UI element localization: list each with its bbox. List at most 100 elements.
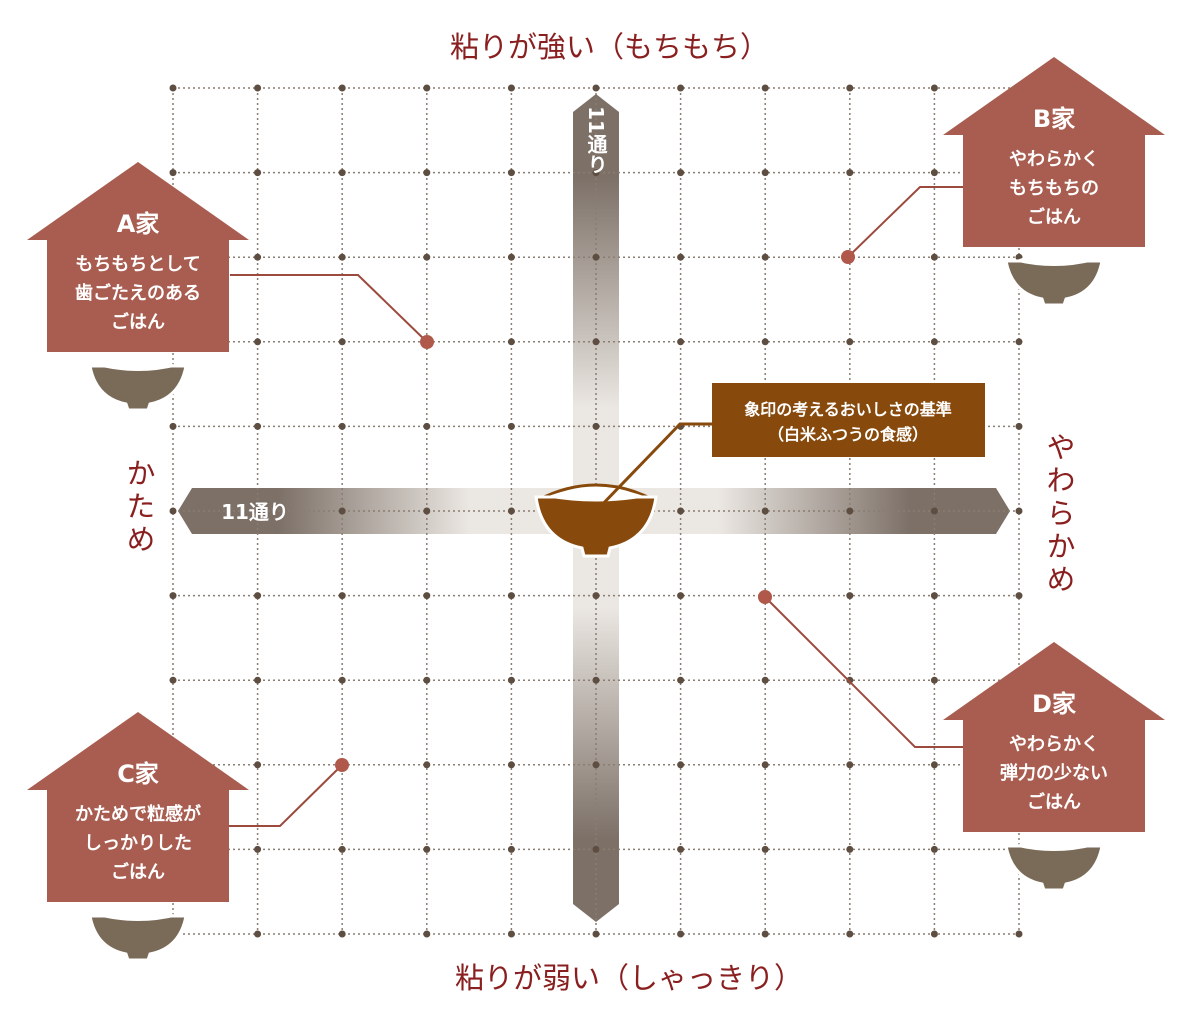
house-description-line: 歯ごたえのある bbox=[75, 282, 201, 304]
grid-dot bbox=[254, 84, 262, 92]
grid-dot bbox=[761, 253, 769, 261]
grid-dot bbox=[338, 592, 346, 600]
house-shape bbox=[27, 162, 249, 352]
grid-dot bbox=[254, 507, 262, 515]
grid-dot bbox=[254, 338, 262, 346]
rice-bowl-icon bbox=[88, 908, 188, 962]
grid-dot bbox=[930, 84, 938, 92]
point-b bbox=[841, 250, 855, 264]
house-name: D家 bbox=[1032, 690, 1076, 718]
house-description-line: しっかりした bbox=[84, 833, 192, 854]
grid-dot bbox=[423, 930, 431, 938]
grid-dot bbox=[761, 930, 769, 938]
grid-dot bbox=[338, 845, 346, 853]
grid-dot bbox=[169, 169, 177, 177]
grid-dot bbox=[507, 676, 515, 684]
connector-a bbox=[230, 274, 428, 343]
grid-dot bbox=[338, 507, 346, 515]
grid-dot bbox=[1015, 507, 1023, 515]
grid-dot bbox=[677, 507, 685, 515]
grid-dot bbox=[169, 592, 177, 600]
top-axis-label: 粘りが強い（もちもち） bbox=[450, 30, 770, 64]
grid-dot bbox=[677, 169, 685, 177]
house-shape bbox=[27, 712, 249, 902]
grid-dot bbox=[592, 761, 600, 769]
grid-dot bbox=[507, 84, 515, 92]
center-point bbox=[589, 504, 603, 518]
grid-dot bbox=[254, 592, 262, 600]
grid-dot bbox=[423, 422, 431, 430]
grid-dot bbox=[930, 676, 938, 684]
grid-dot bbox=[677, 338, 685, 346]
rice-bowl-icon bbox=[1004, 838, 1104, 892]
grid-dot bbox=[254, 930, 262, 938]
grid-dot bbox=[677, 676, 685, 684]
right-axis-label: やわらかめ bbox=[1042, 432, 1076, 597]
grid-dot bbox=[507, 169, 515, 177]
grid-dot bbox=[846, 507, 854, 515]
grid-dot bbox=[930, 930, 938, 938]
grid-dot bbox=[677, 845, 685, 853]
grid-dot bbox=[507, 592, 515, 600]
grid-dot bbox=[169, 507, 177, 515]
grid-dot bbox=[507, 422, 515, 430]
grid-dot bbox=[592, 592, 600, 600]
house-description-line: もちもちとして bbox=[75, 254, 200, 275]
grid-dot bbox=[592, 676, 600, 684]
grid-dot bbox=[846, 169, 854, 177]
grid-dot bbox=[507, 930, 515, 938]
point-d bbox=[758, 590, 772, 604]
center-connector bbox=[594, 422, 712, 513]
center-label-line2: （白米ふつうの食感） bbox=[768, 425, 928, 444]
grid-dot bbox=[1015, 592, 1023, 600]
rice-bowl-icon bbox=[1004, 253, 1104, 307]
grid-dot bbox=[423, 676, 431, 684]
grid-dot bbox=[507, 845, 515, 853]
grid-dot bbox=[254, 169, 262, 177]
house-description-line: ごはん bbox=[1027, 206, 1081, 228]
grid-dot bbox=[677, 592, 685, 600]
grid-dot bbox=[761, 761, 769, 769]
house-description-line: ごはん bbox=[111, 311, 165, 333]
house-shape bbox=[943, 57, 1165, 247]
grid-dot bbox=[846, 592, 854, 600]
grid-dot bbox=[592, 338, 600, 346]
grid-dot bbox=[846, 338, 854, 346]
house-description-line: ごはん bbox=[1027, 791, 1081, 813]
grid-dot bbox=[507, 761, 515, 769]
grid-dot bbox=[761, 507, 769, 515]
left-axis-label: かため bbox=[122, 458, 156, 557]
house-description-line: かためで粒感が bbox=[75, 803, 201, 825]
grid-dot bbox=[930, 761, 938, 769]
grid-dot bbox=[1015, 338, 1023, 346]
grid-dot bbox=[1015, 422, 1023, 430]
grid-dot bbox=[677, 930, 685, 938]
grid-dot bbox=[254, 422, 262, 430]
grid-dot bbox=[254, 845, 262, 853]
grid-dot bbox=[592, 169, 600, 177]
grid-dot bbox=[169, 676, 177, 684]
house-shape bbox=[943, 642, 1165, 832]
grid-dot bbox=[423, 169, 431, 177]
center-label-line1: 象印の考えるおいしさの基準 bbox=[744, 400, 952, 419]
grid-dot bbox=[338, 169, 346, 177]
grid-dot bbox=[423, 84, 431, 92]
house-description-line: 弾力の少ない bbox=[1000, 762, 1108, 784]
grid-dot bbox=[677, 84, 685, 92]
horizontal-arrow-label: 11通り bbox=[221, 500, 289, 524]
grid-dot bbox=[761, 338, 769, 346]
grid-dot bbox=[254, 761, 262, 769]
grid-dot bbox=[338, 253, 346, 261]
house-name: C家 bbox=[117, 760, 159, 788]
point-c bbox=[335, 758, 349, 772]
house-name: B家 bbox=[1033, 105, 1075, 133]
grid-dot bbox=[423, 507, 431, 515]
grid-dot bbox=[930, 845, 938, 853]
grid-dot bbox=[423, 592, 431, 600]
grid-dot bbox=[169, 422, 177, 430]
